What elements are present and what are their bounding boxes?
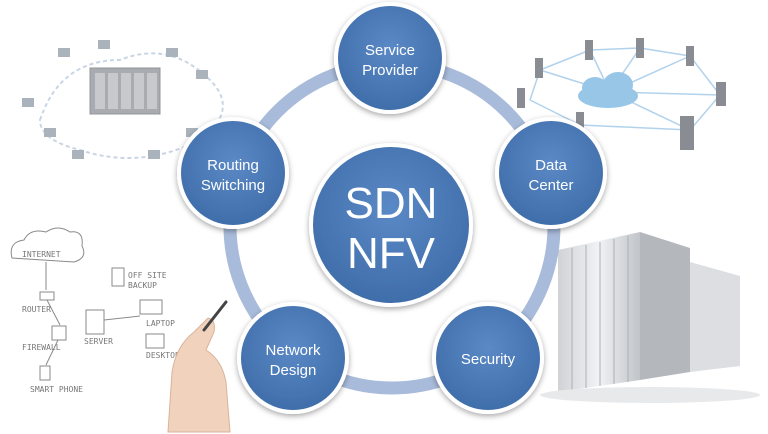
- server-tower-icons: [517, 38, 726, 150]
- sketch-label-internet: INTERNET: [22, 250, 61, 259]
- server-rack-icon: [89, 67, 161, 115]
- node-label-line1: Service: [365, 42, 415, 59]
- network-topology-illustration: [22, 40, 224, 159]
- center-label-nfv: NFV: [347, 229, 436, 278]
- node-routing-switching: Routing Switching: [177, 117, 289, 229]
- sketch-label-router: ROUTER: [22, 305, 51, 314]
- data-center-racks-illustration: [540, 232, 760, 403]
- node-label-line1: Security: [461, 351, 516, 368]
- node-service-provider: Service Provider: [334, 2, 446, 114]
- sketch-label-phone: SMART PHONE: [30, 385, 83, 394]
- node-data-center: Data Center: [495, 117, 607, 229]
- sketch-label-firewall: FIREWALL: [22, 343, 61, 352]
- node-label-line1: Data: [535, 157, 567, 174]
- node-label-line1: Routing: [207, 157, 259, 174]
- node-security: Security: [432, 302, 544, 414]
- node-label-line2: Provider: [362, 62, 418, 79]
- node-label-line2: Center: [528, 177, 573, 194]
- center-node: SDN NFV: [309, 143, 473, 307]
- hand-drawn-network-sketch: [10, 227, 165, 381]
- node-label-line2: Switching: [201, 177, 265, 194]
- node-network-design: Network Design: [237, 302, 349, 414]
- cloud-icon: [578, 72, 638, 108]
- computer-icons: [22, 40, 208, 159]
- hand-with-pen-illustration: [167, 300, 231, 433]
- sketch-label-desktop: DESKTOP: [146, 351, 180, 360]
- sketch-label-backup: BACKUP: [128, 281, 157, 290]
- center-label-sdn: SDN: [345, 179, 438, 228]
- sketch-label-server: SERVER: [84, 337, 113, 346]
- cloud-network-illustration: [517, 38, 726, 150]
- sketch-label-offsite: OFF SITE: [128, 271, 167, 280]
- sketch-label-laptop: LAPTOP: [146, 319, 175, 328]
- node-label-line2: Design: [270, 362, 317, 379]
- sketch-labels: INTERNET ROUTER FIREWALL SERVER OFF SITE…: [22, 250, 180, 394]
- node-label-line1: Network: [265, 342, 321, 359]
